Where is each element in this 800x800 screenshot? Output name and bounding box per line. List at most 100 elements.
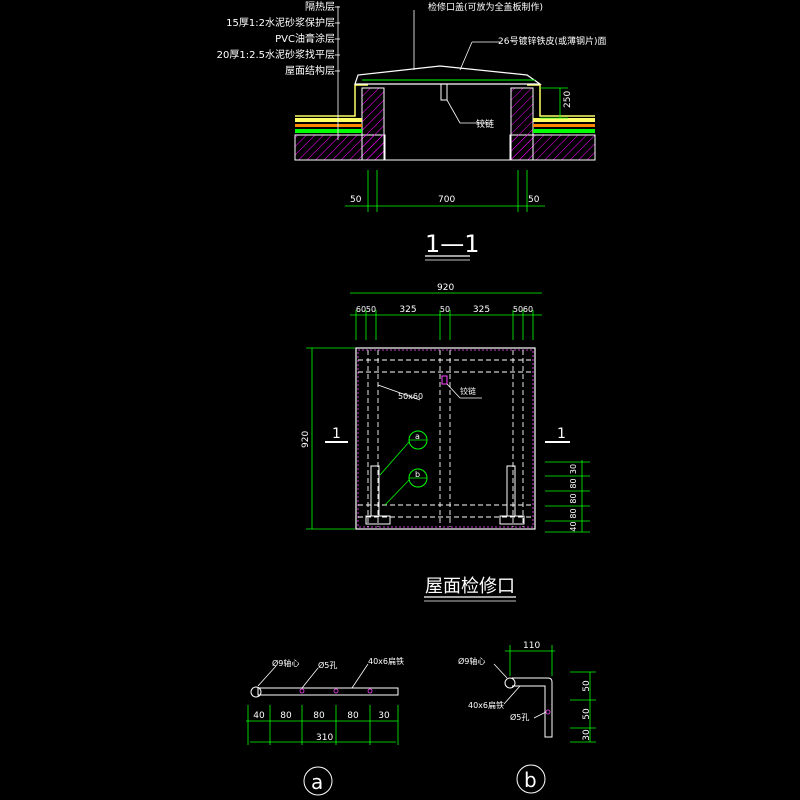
layer-label: 15厚1:2水泥砂浆保护层 [226,16,335,29]
layer-band-left-2 [295,124,362,127]
hinge-note: 铰链 [476,118,494,130]
layer-band-right-2 [533,124,595,127]
detail-a-strip [257,687,399,696]
member-label-leader [377,384,421,401]
detail-b-dim: 30 [582,729,592,741]
detail-b-dim: 50 [582,680,592,692]
detail-b-hole [545,709,551,715]
plan-hinge-label: 铰链 [460,386,476,396]
cut-label-left: 1 [332,426,341,442]
detail-a-dim: 40 [253,711,265,721]
bubble-b-letter: b [415,470,420,479]
section-dim-left: 50 [350,195,362,205]
detail-a-dims: 40 80 80 80 30 [247,705,399,745]
plan-top-dim: 325 [399,305,416,315]
detail-b: Ø9轴心 40x6扁铁 Ø5孔 110 50 50 30 b [458,641,596,794]
detail-b-leader-hole [533,711,547,719]
layer-band-left-1 [295,118,362,122]
plan-top-dim: 50 [440,305,450,314]
detail-a-marker-circle [303,766,333,796]
layer-labels: 隔热层 15厚1:2水泥砂浆保护层 PVC油膏涂层 20厚1:2.5水泥砂浆找平层屋面… [217,0,340,77]
detail-a-dim: 80 [313,711,325,721]
section-title: 1—1 [425,230,480,258]
detail-a-total: 310 [316,733,333,743]
detail-a-dim: 80 [280,711,292,721]
detail-b-hole-label: Ø5孔 [510,712,529,722]
section-dim-middle: 700 [438,195,455,205]
detail-a-pin [250,686,262,698]
detail-a-hole-2 [333,688,339,694]
plan-left-dim: 920 [301,431,311,448]
plan-title: 屋面检修口 [425,576,515,597]
detail-a-pin-label: Ø9轴心 [272,658,299,668]
plan-top-dim: 60 [523,305,533,314]
cut-label-right: 1 [557,426,566,442]
detail-b-dims: 50 50 30 [570,671,596,743]
hinge-block [440,83,448,101]
detail-b-pin-label: Ø9轴心 [458,656,485,666]
plan-right-dim: 40 [569,521,578,531]
detail-a-hole-label: Ø5孔 [318,660,337,670]
detail-a-leader-strip [351,663,369,689]
plan-hinge-bracket-right [506,465,516,517]
detail-a-leader-hole [301,667,319,689]
detail-b-leader-pin [493,663,508,679]
section-view: 隔热层 15厚1:2水泥砂浆保护层 PVC油膏涂层 20厚1:2.5水泥砂浆找平层屋面… [217,0,606,261]
plan-top-dim: 50 [366,305,376,314]
plan-top-dim: 50 [513,305,523,314]
plan-right-dim: 80 [569,478,578,488]
detail-a-dim: 80 [347,711,359,721]
hatch-lid [354,65,542,85]
member-label: 50x60 [398,392,423,401]
plan-outer-frame [355,347,536,530]
detail-a-marker: a [311,770,323,794]
detail-a: Ø9轴心 Ø5孔 40x6扁铁 40 80 80 80 30 310 a [246,656,404,796]
plan-hinge-top [441,375,448,385]
curb-left [361,87,385,161]
plan-members [358,350,533,527]
plan-right-dim: 80 [569,508,578,518]
plan-overall-dim: 920 [437,283,454,293]
height-dim-value: 250 [563,91,573,108]
right-note-leader-diag [459,41,473,71]
plan-right-dim: 30 [569,464,578,474]
layer-label: PVC油膏涂层 [275,32,335,45]
detail-a-leader-pin [257,665,277,687]
layer-band-right-1 [533,118,595,122]
detail-b-marker-circle [516,764,546,794]
layer-label: 隔热层 [305,0,335,13]
detail-b-strip [512,677,553,738]
top-note: 检修口盖(可放为全盖板制作) [428,1,543,13]
plan-top-dim: 325 [473,305,490,315]
detail-b-top-dim: 110 [523,641,540,651]
detail-a-strip-label: 40x6扁铁 [368,656,404,666]
detail-b-pin [504,677,516,689]
curb-right [510,87,534,161]
right-note: 26号镀锌铁皮(或薄钢片)面 [498,35,606,47]
plan-hinge-leader [446,383,461,399]
layer-label: 屋面结构层 [285,64,335,77]
detail-b-marker: b [524,768,537,792]
waterproof-wrap-left [295,84,368,117]
section-dim-right: 50 [528,195,540,205]
bubble-b-leader [384,479,410,506]
detail-b-leader-strip [503,685,521,705]
plan-right-dims: 30 80 80 80 40 [545,461,590,533]
detail-a-dim: 30 [378,711,390,721]
detail-b-strip-label: 40x6扁铁 [468,700,504,710]
layer-label: 20厚1:2.5水泥砂浆找平层 [217,48,335,61]
detail-b-dim: 50 [582,708,592,720]
hinge-leader [446,99,461,124]
layer-band-left-3 [295,129,362,133]
bubble-a-leader [379,441,410,476]
layer-band-right-3 [533,129,595,133]
plan-right-dim: 80 [569,493,578,503]
plan-base-right [499,515,525,525]
waterproof-wrap-right [527,84,595,117]
bubble-a-letter: a [415,432,420,441]
plan-top-dim: 60 [356,305,366,314]
plan-base-left [365,515,391,525]
